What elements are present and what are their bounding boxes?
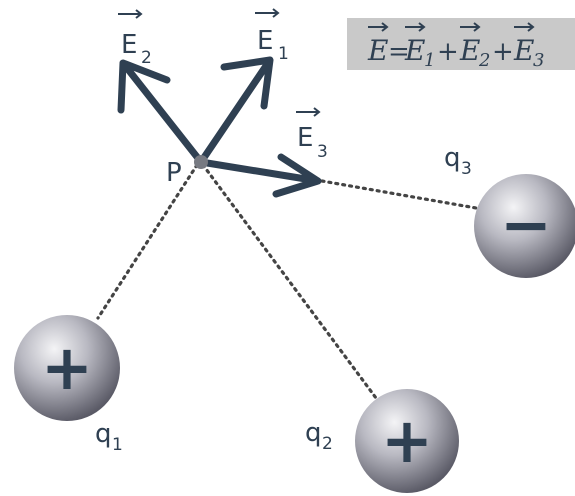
charge-q1-name: q xyxy=(95,419,112,449)
equation-term-1-symbol: E xyxy=(404,34,425,67)
charge-q3: − q 3 xyxy=(444,143,575,278)
equation-equals: = xyxy=(388,37,410,67)
equation-term-1-subscript: 1 xyxy=(424,50,435,71)
field-vectors xyxy=(117,56,322,198)
charge-q1-sign: + xyxy=(41,331,93,404)
charge-q3-sphere xyxy=(474,174,575,278)
vector-e2-symbol: E xyxy=(121,30,137,60)
vector-e1-arrow xyxy=(197,56,274,166)
vector-e3-subscript: 3 xyxy=(317,142,328,162)
equation-lhs: E xyxy=(367,34,388,67)
superposition-equation: E = E 1 + E 2 + E 3 xyxy=(347,18,575,71)
equation-term-2-symbol: E xyxy=(459,34,480,67)
connector-p-q3 xyxy=(320,179,478,210)
equation-plus-2: + xyxy=(492,37,514,67)
charge-q1: + q 1 xyxy=(14,315,123,455)
equation-term-2-subscript: 2 xyxy=(478,50,490,71)
vector-e1-subscript: 1 xyxy=(278,44,289,64)
equation-plus-1: + xyxy=(437,37,459,67)
vector-e2-subscript: 2 xyxy=(141,48,152,68)
charge-q3-name: q xyxy=(444,143,461,173)
connector-p-q2 xyxy=(201,163,378,400)
charge-q3-subscript: 3 xyxy=(461,159,472,179)
vector-e3-arrow xyxy=(197,153,322,198)
charge-q2-sign: + xyxy=(381,404,433,477)
equation-term-3-subscript: 3 xyxy=(533,50,544,71)
vector-e1-symbol: E xyxy=(257,26,273,56)
charge-q1-sphere xyxy=(14,315,120,421)
charge-q1-subscript: 1 xyxy=(112,435,123,455)
charge-q2-name: q xyxy=(305,418,322,448)
charge-q2-subscript: 2 xyxy=(322,434,333,454)
vector-e3-symbol: E xyxy=(297,123,313,153)
point-p-label: P xyxy=(166,158,182,188)
charge-q2: + q 2 xyxy=(305,389,459,493)
connector-p-q1 xyxy=(96,163,199,320)
point-p-dot xyxy=(194,155,208,169)
connector-lines xyxy=(96,163,478,400)
charge-q3-sign: − xyxy=(500,188,552,261)
equation-term-3-symbol: E xyxy=(513,34,534,67)
vector-e2-arrow xyxy=(117,59,205,166)
charge-q2-sphere xyxy=(355,389,459,493)
